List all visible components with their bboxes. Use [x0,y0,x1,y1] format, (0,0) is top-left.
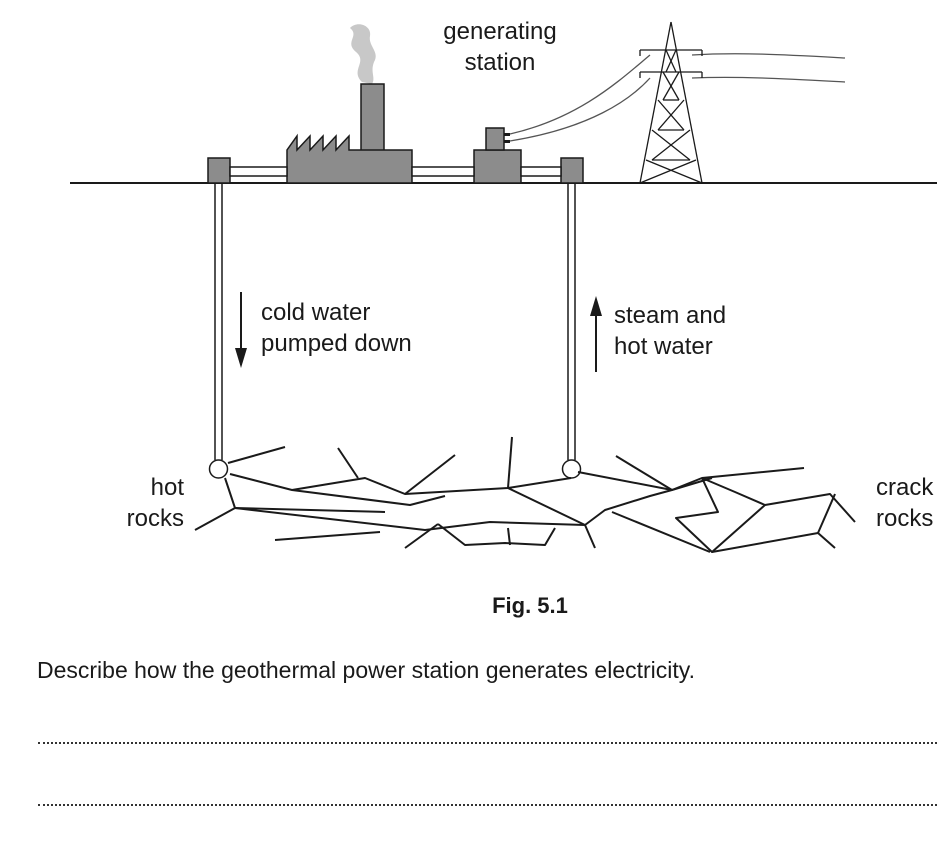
generating-station-label: generating station [437,16,563,78]
hot-rocks-label: hot rocks [110,472,184,534]
connector [504,133,510,136]
figure-caption: Fig. 5.1 [492,593,568,618]
down-arrow [235,292,247,368]
label-line: steam and [614,302,727,329]
transformer-box [485,127,505,151]
factory-building [286,133,413,184]
surface-pipes [229,166,562,177]
production-well-head [560,157,584,184]
answer-line[interactable] [38,804,937,806]
electricity-pylon [639,21,703,184]
label-line: station [464,49,536,76]
up-arrow [590,296,602,372]
label-line: generating [443,18,557,45]
rock-cracks [194,436,856,553]
injection-pipe-end [208,459,229,479]
label-line: pumped down [261,330,412,357]
label-line: cold water [261,299,371,326]
production-pipe [567,183,576,460]
label-line: hot water [614,333,713,360]
chimney [360,83,385,153]
injection-pipe [214,183,223,460]
label-line: rocks [126,505,184,532]
power-cables [509,53,846,142]
injection-well-head [207,157,231,184]
generator-building [473,149,522,184]
production-pipe-end [561,459,582,479]
label-line: rocks [876,505,934,532]
connector [504,140,510,143]
label-line: hot [150,474,184,501]
question-text: Describe how the geothermal power statio… [37,657,695,683]
steam-label: steam and hot water [614,300,726,362]
geothermal-diagram [70,21,937,553]
smoke-plume [350,24,376,84]
label-line: crack [876,474,934,501]
cracked-rocks-label: crack rocks [876,472,933,534]
answer-line[interactable] [38,742,937,744]
cold-water-label: cold water pumped down [261,297,412,359]
